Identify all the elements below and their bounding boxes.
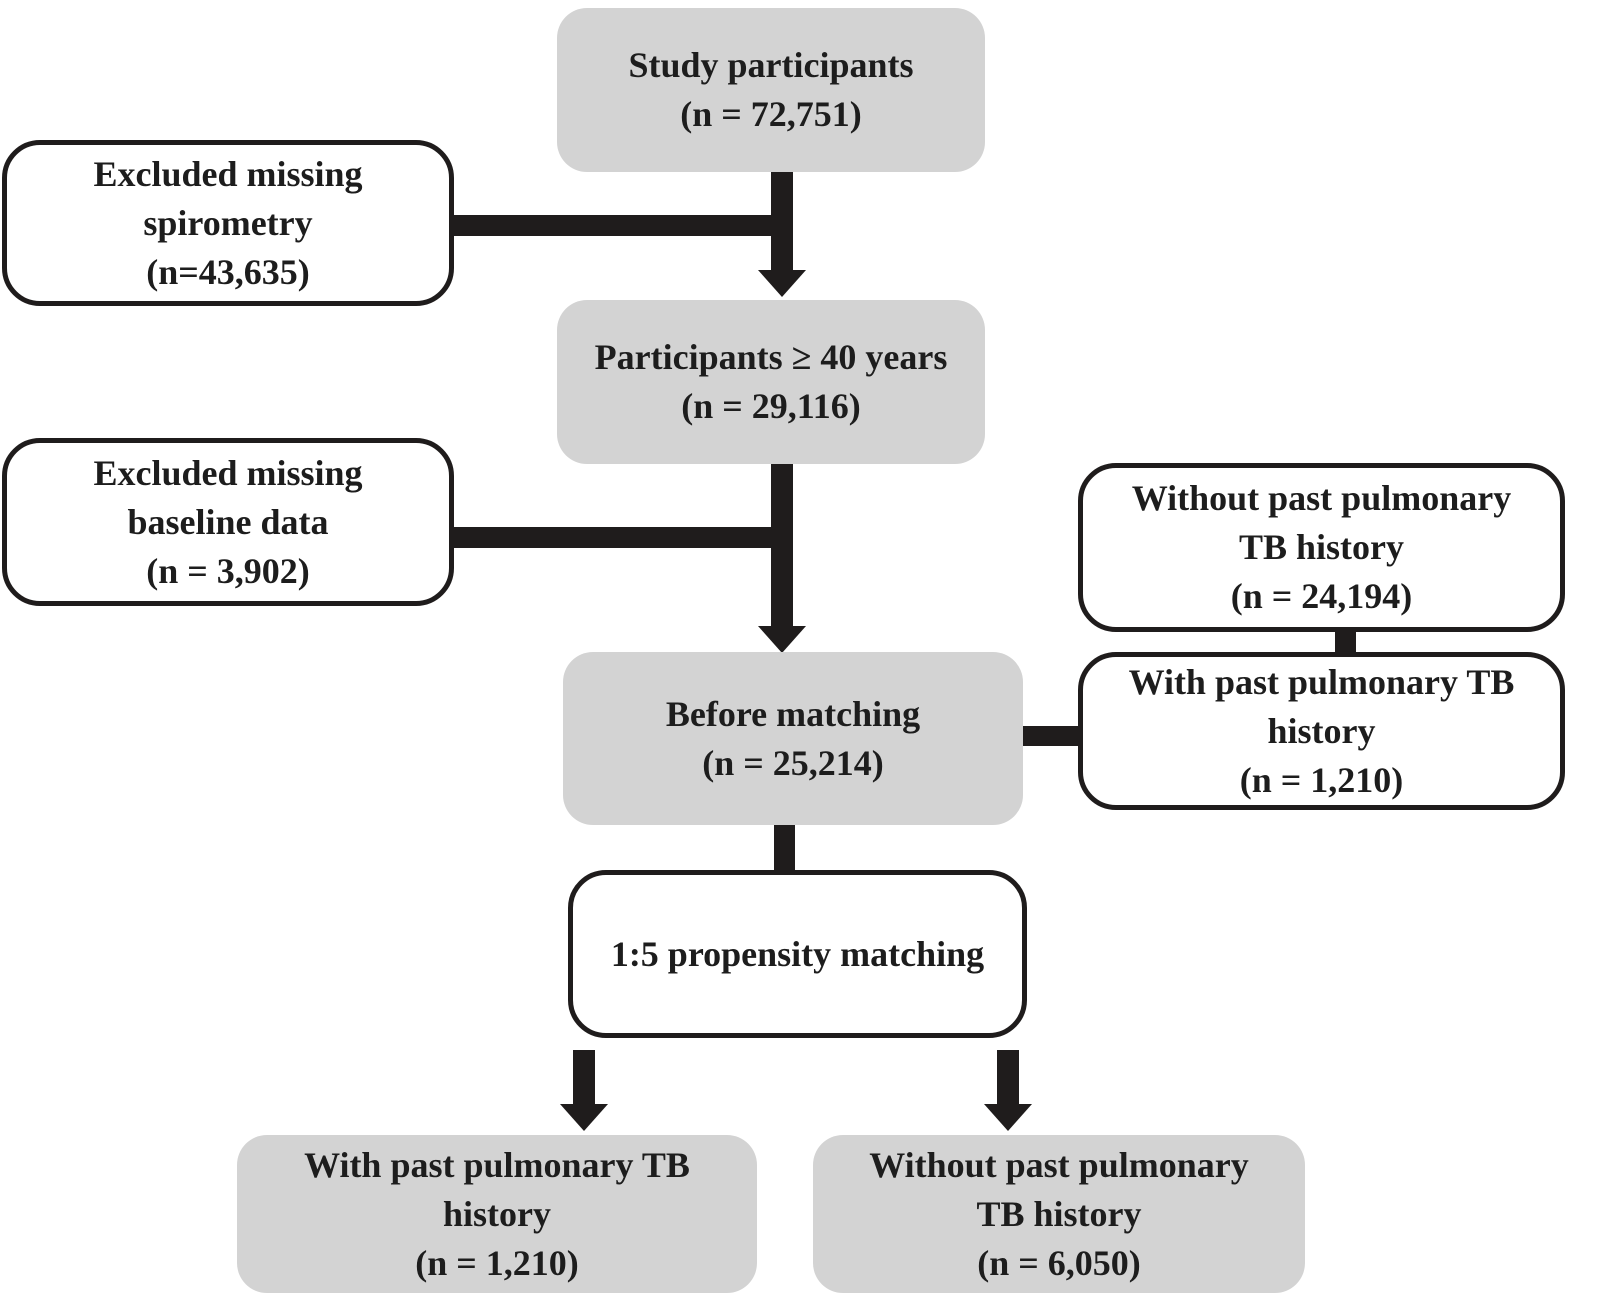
node-with-past-tb-history-matched: With past pulmonary TB history (n = 1,21… [237, 1135, 757, 1293]
arrowhead-down-icon [758, 270, 806, 297]
node-label-line: 1:5 propensity matching [610, 933, 985, 974]
node-label-line: baseline data [127, 501, 329, 542]
node-without-past-tb-history-matched: Without past pulmonary TB history (n = 6… [813, 1135, 1305, 1293]
connector-propensity-to-with-tb-matched [573, 1050, 595, 1106]
node-participants-40-years: Participants ≥ 40 years (n = 29,116) [557, 300, 985, 464]
node-count-line: (n = 29,116) [681, 386, 861, 426]
node-without-past-tb-history-unmatched: Without past pulmonary TB history (n = 2… [1078, 463, 1565, 632]
node-count-line: (n=43,635) [146, 251, 310, 292]
node-label-line: spirometry [143, 202, 313, 243]
node-count-line: (n = 25,214) [702, 742, 884, 783]
node-label-line: With past pulmonary TB [1128, 661, 1515, 702]
connector-before-matching-to-with-tb [1020, 726, 1080, 746]
node-with-past-tb-history-unmatched: With past pulmonary TB history (n = 1,21… [1078, 652, 1565, 810]
node-before-matching: Before matching (n = 25,214) [563, 652, 1023, 825]
connector-propensity-to-without-tb-matched [997, 1050, 1019, 1106]
arrowhead-down-icon [758, 626, 806, 653]
node-label-line: Study participants [628, 45, 914, 85]
arrowhead-down-icon [560, 1104, 608, 1131]
connector-without-tb-to-with-tb [1335, 630, 1356, 654]
node-label-line: Without past pulmonary [869, 1144, 1249, 1185]
node-count-line: (n = 3,902) [146, 550, 310, 591]
node-label-line: Excluded missing [93, 153, 363, 194]
arrowhead-down-icon [984, 1104, 1032, 1131]
node-label-line: Before matching [665, 693, 921, 734]
connector-study-to-participants [771, 170, 793, 272]
node-label-line: history [1267, 710, 1376, 751]
node-label-line: Without past pulmonary [1131, 478, 1512, 518]
node-label-line: history [443, 1193, 551, 1234]
connector-before-matching-to-propensity [774, 823, 795, 872]
node-count-line: (n = 6,050) [977, 1242, 1141, 1283]
node-label-line: TB history [1238, 527, 1405, 567]
node-label-line: TB history [976, 1193, 1142, 1234]
node-study-participants: Study participants (n = 72,751) [557, 8, 985, 172]
node-propensity-matching: 1:5 propensity matching [568, 870, 1027, 1038]
node-count-line: (n = 1,210) [415, 1242, 579, 1283]
node-label-line: Participants ≥ 40 years [594, 337, 948, 377]
connector-excluded-spirometry [450, 215, 773, 236]
node-excluded-missing-baseline-data: Excluded missing baseline data (n = 3,90… [2, 438, 454, 606]
node-excluded-missing-spirometry: Excluded missing spirometry (n=43,635) [2, 140, 454, 306]
node-count-line: (n = 1,210) [1239, 759, 1404, 800]
node-count-line: (n = 72,751) [680, 94, 862, 134]
node-label-line: With past pulmonary TB [304, 1144, 690, 1185]
connector-excluded-baseline [450, 527, 773, 548]
node-label-line: Excluded missing [93, 452, 363, 493]
connector-participants-to-before-matching [771, 462, 793, 628]
node-count-line: (n = 24,194) [1230, 576, 1413, 616]
